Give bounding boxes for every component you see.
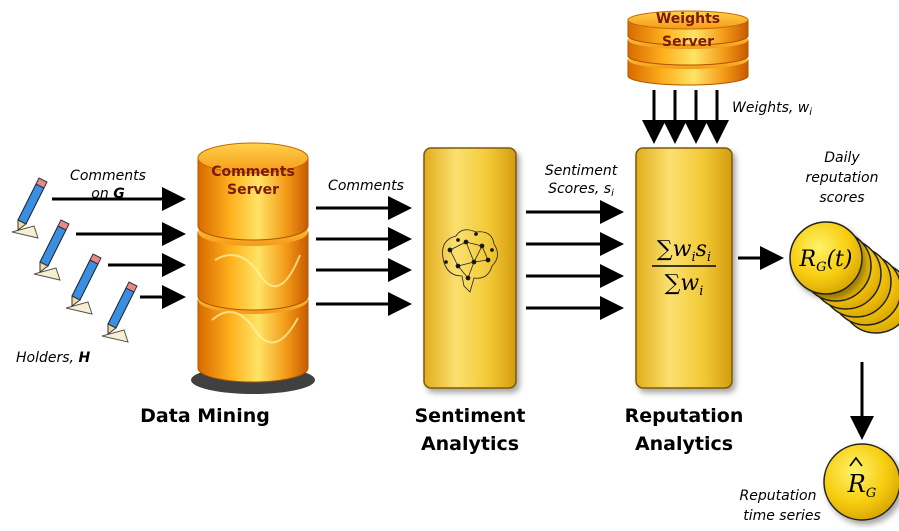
comments-on-g-label-line1: Comments (70, 168, 146, 184)
weights-label: Weights, wi (732, 100, 812, 118)
pencil-icon (33, 219, 70, 281)
reputation-analytics-title-line1: Reputation (625, 405, 744, 427)
reputation-analytics-box (635, 147, 733, 389)
sentiment-analytics-title-line1: Sentiment (415, 405, 526, 427)
comment-arrows (316, 196, 412, 316)
pencil-icon (11, 177, 48, 239)
daily-scores-label-line2: reputation (805, 170, 878, 186)
brain-network-icon (442, 229, 498, 293)
daily-coin-label: RG(t) (799, 247, 853, 275)
time-series-label-line2: time series (743, 508, 821, 524)
time-series-coin-label: RG (847, 470, 876, 501)
comments-server-label-line2: Server (227, 182, 279, 198)
reputation-analytics-title-line2: Analytics (635, 433, 733, 455)
holder-arrows (52, 187, 186, 309)
weights-server-label-line1: Weights (656, 11, 720, 27)
data-mining-title: Data Mining (140, 405, 270, 427)
sentiment-scores-label-line1: Sentiment (545, 163, 618, 179)
svg-text:∑wi: ∑wi (665, 271, 704, 299)
weighted-average-formula: ∑wisi ∑wi (652, 237, 716, 299)
hat-icon (849, 456, 863, 467)
weight-arrows (642, 90, 729, 144)
pencil-icon (101, 281, 138, 343)
daily-scores-label-line3: scores (819, 190, 864, 206)
svg-text:∑wisi: ∑wisi (657, 237, 711, 265)
comments-server-icon (191, 142, 315, 394)
sentiment-analytics-title-line2: Analytics (421, 433, 519, 455)
sentiment-analytics-box (423, 147, 517, 389)
pencil-icon (65, 253, 102, 315)
weights-server-icon (627, 10, 749, 86)
score-arrows (526, 200, 624, 320)
sentiment-scores-label-line2: Scores, si (548, 181, 614, 199)
holders-label: Holders, H (16, 350, 90, 366)
daily-score-coins (789, 221, 899, 334)
comments-label: Comments (328, 178, 404, 194)
time-series-coin (823, 443, 899, 521)
holders-group (11, 177, 138, 343)
comments-server-label-line1: Comments (211, 164, 295, 180)
daily-scores-label-line1: Daily (824, 150, 860, 166)
weights-server-label-line2: Server (662, 34, 714, 50)
time-series-label-line1: Reputation (740, 488, 817, 504)
